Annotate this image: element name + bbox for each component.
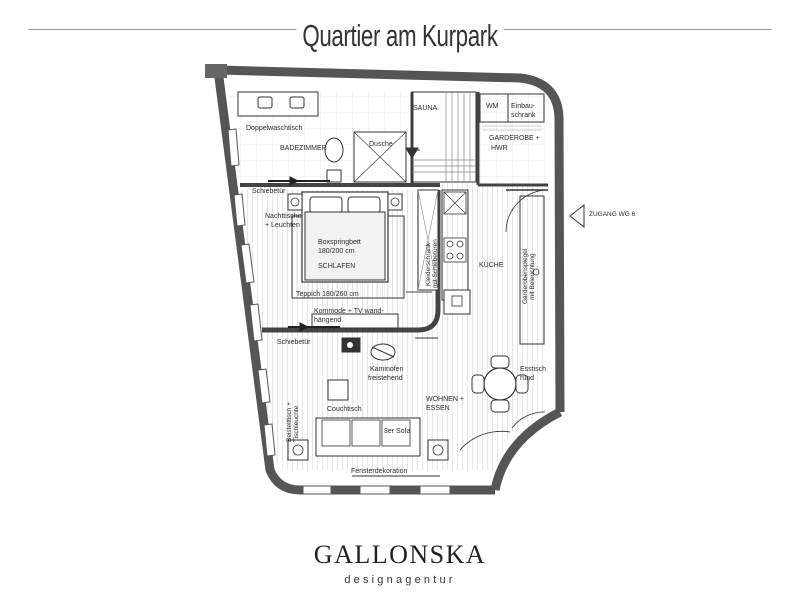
- lamp-icon: [292, 444, 304, 456]
- label-boxspring-2: 180/200 cm: [318, 248, 355, 255]
- label-teppich: Teppich 180/260 cm: [296, 291, 359, 298]
- label-fensterdeko: Fensterdekoration: [351, 468, 408, 475]
- bedroom-furniture: [287, 189, 439, 329]
- label-nachttische-2: + Leuchten: [265, 222, 300, 229]
- label-wohnen-1: WOHNEN +: [426, 396, 464, 403]
- label-doppelwaschtisch: Doppelwaschtisch: [246, 125, 303, 132]
- entrance-door-swing: [505, 189, 549, 233]
- balcony-door-swing: [459, 430, 511, 451]
- sauna: [405, 91, 477, 183]
- bay-wall: [490, 407, 563, 491]
- pillow-icon: [309, 196, 343, 214]
- double-vanity: [237, 91, 319, 117]
- utility-area: [479, 93, 549, 233]
- chair-icon: [490, 399, 510, 413]
- north-east-wall: [217, 65, 565, 413]
- label-einbauschrank-2: schrank: [511, 112, 536, 119]
- sink-cabinet: [443, 289, 471, 315]
- label-wohnen-2: ESSEN: [426, 405, 450, 412]
- label-schlafen: SCHLAFEN: [318, 263, 355, 270]
- cooktop: [443, 237, 467, 263]
- shower-drain-icon: [405, 147, 419, 159]
- lamp-icon: [290, 197, 300, 207]
- dining-table: [483, 367, 517, 401]
- label-dusche: Dusche: [369, 141, 393, 148]
- chair-icon: [471, 374, 485, 394]
- label-garderobe-2: HWR: [491, 145, 508, 152]
- garderobe-floor: [478, 92, 546, 184]
- label-kleiderschrank-2: mit Schiebetüren: [432, 239, 439, 288]
- kitchen: [441, 189, 545, 345]
- dresser-tv: [311, 313, 399, 329]
- label-beistelltisch-1: Beistelltisch +: [286, 402, 293, 442]
- label-sauna: SAUNA: [413, 105, 437, 112]
- mirror-wardrobe: [519, 195, 545, 345]
- sink-icon: [451, 295, 463, 307]
- label-couchtisch: Couchtisch: [327, 406, 362, 413]
- toilet-icon: [324, 137, 344, 183]
- label-einbauschrank-1: Einbau-: [511, 103, 536, 110]
- label-kueche: KÜCHE: [479, 261, 504, 269]
- label-garderobenspiegel-2: mit Beleuchtung: [529, 253, 536, 300]
- label-kommode-2: hängend: [314, 317, 341, 324]
- label-kaminofen-1: Kaminofen: [370, 366, 404, 373]
- arrow-right-icon: [289, 176, 300, 186]
- entrance-marker: [569, 203, 585, 229]
- living-furniture: [287, 337, 546, 477]
- west-south-wall: [213, 69, 495, 495]
- label-kleiderschrank-1: Kleiderschrank: [425, 242, 432, 286]
- chair-icon: [515, 374, 529, 394]
- label-schiebetuer-1: Schiebetür: [252, 188, 286, 195]
- label-sofa: 3er Sofa: [384, 428, 411, 435]
- label-esstisch-1: Esstisch: [520, 366, 546, 373]
- label-kommode-1: Kommode + TV wand-: [314, 308, 384, 315]
- label-esstisch-2: rund: [520, 375, 534, 382]
- brand-name: GALLONSKA: [313, 540, 487, 569]
- brand-tagline: designagentur: [344, 574, 456, 586]
- coffee-table: [327, 379, 349, 401]
- label-badezimmer: BADEZIMMER: [280, 145, 327, 152]
- label-garderobenspiegel-1: Garderobenspiegel: [522, 248, 529, 304]
- arrow-left-icon: [569, 203, 585, 229]
- sink-icon: [257, 96, 273, 109]
- label-garderobe-1: GARDEROBE +: [489, 135, 540, 142]
- room-labels: Doppelwaschtisch BADEZIMMER Dusche SAUNA…: [246, 103, 636, 475]
- label-boxspring-1: Boxspringbett: [318, 239, 361, 246]
- lamp-icon: [390, 197, 400, 207]
- bathroom-fixtures: [237, 91, 420, 183]
- sink-icon: [289, 96, 305, 109]
- label-wm: WM: [486, 103, 499, 110]
- exterior-walls: [205, 64, 565, 495]
- label-schiebetuer-2: Schiebetür: [277, 339, 311, 346]
- light-icon: [532, 268, 540, 276]
- label-nachttische-1: Nachttische: [265, 213, 302, 220]
- chair-icon: [490, 355, 510, 369]
- label-beistelltisch-2: Tischleuchte: [293, 405, 300, 442]
- pillow-icon: [347, 196, 381, 214]
- arrow-right-icon: [299, 322, 310, 332]
- plan-title: Quartier am Kurpark: [112, 18, 688, 54]
- sliding-doors: [268, 176, 340, 332]
- label-zugang: ZUGANG WG 6: [589, 211, 636, 218]
- lamp-icon: [432, 444, 444, 456]
- label-kaminofen-2: freistehend: [368, 375, 403, 382]
